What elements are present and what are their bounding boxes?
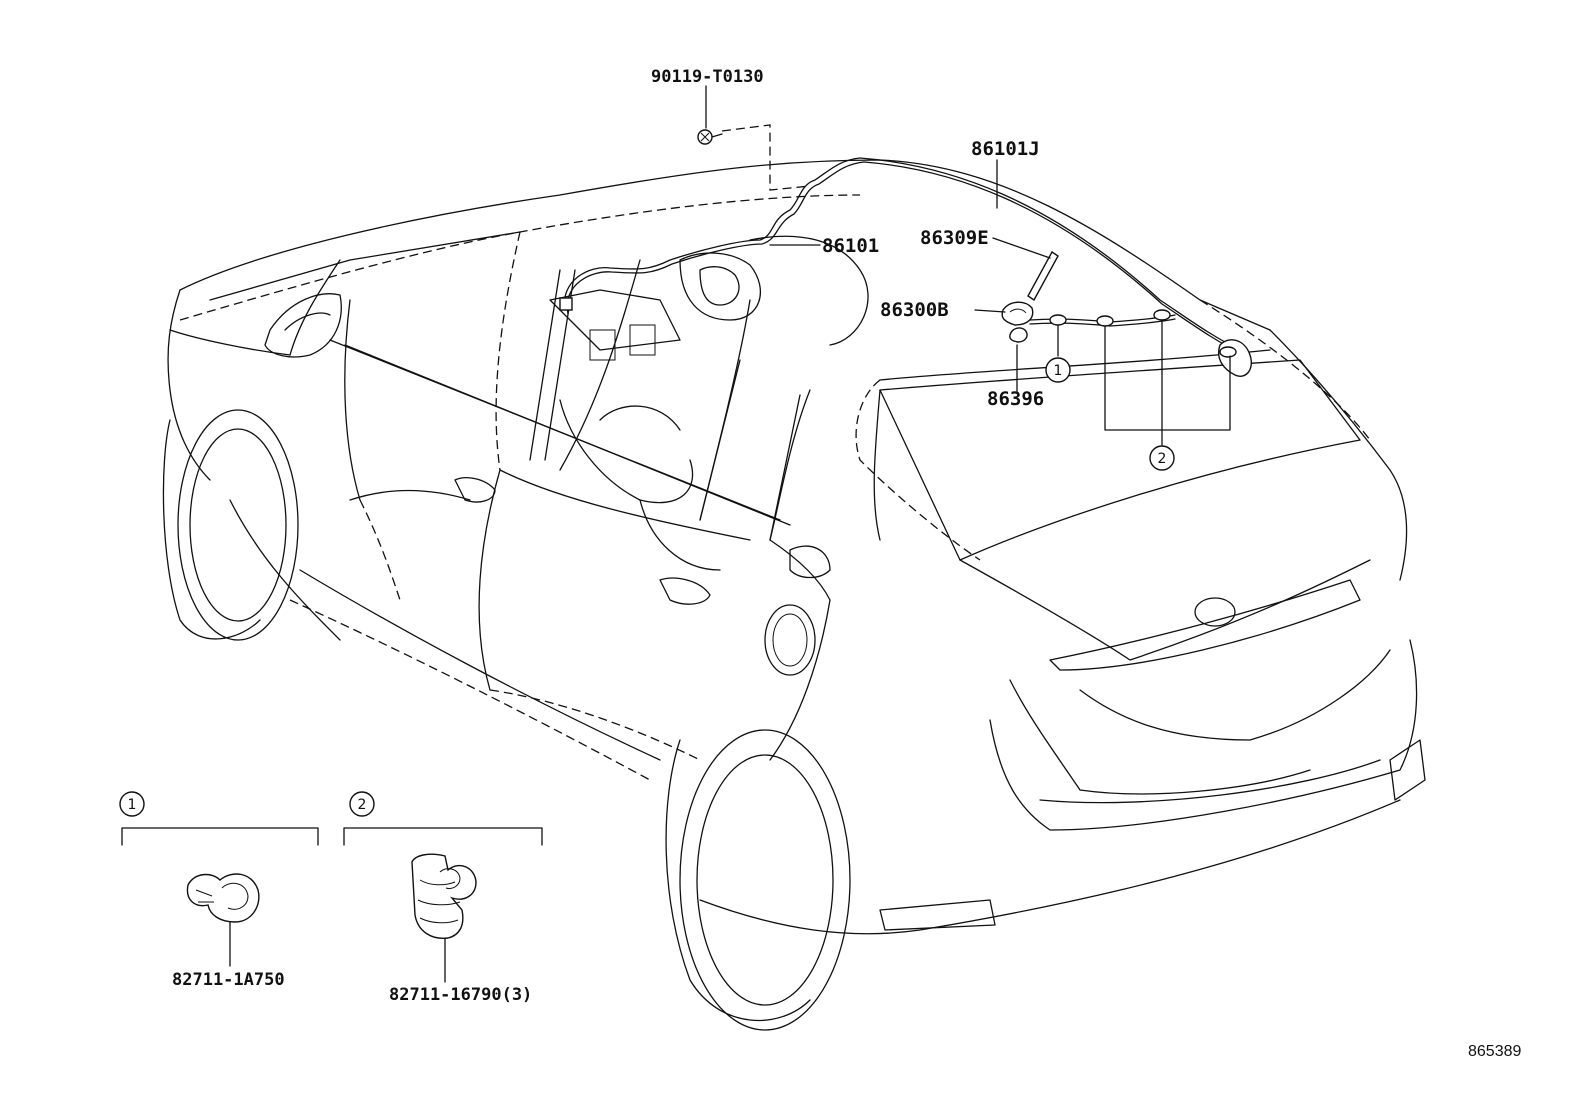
label-pad: 86396 [987, 388, 1044, 410]
svg-text:1: 1 [128, 797, 137, 813]
front-wheel [162, 409, 299, 641]
detail-clamp-1: 1 82711-1A750 [119, 791, 319, 990]
antenna-pad-part [1009, 327, 1028, 343]
clamp-markers-on-cord [1049, 309, 1237, 358]
diagram-reference-number: 865389 [1468, 1043, 1521, 1060]
rear-wheel [665, 729, 851, 1031]
label-antenna-rod: 86309E [920, 227, 989, 249]
label-bolt: 90119-T0130 [651, 67, 764, 87]
car-body-outline [167, 159, 1426, 935]
label-clamp-1: 82711-1A750 [172, 970, 285, 990]
label-harness-front: 86101 [822, 235, 879, 257]
label-clamp-2: 82711-16790(3) [389, 985, 532, 1005]
bolt-part [697, 129, 723, 145]
antenna-cord-86101j [859, 157, 1252, 377]
label-antenna-base: 86300B [880, 299, 949, 321]
svg-text:2: 2 [1158, 451, 1167, 467]
antenna-rod-part [1027, 250, 1059, 302]
callout-2-on-car: 2 [1149, 445, 1175, 471]
svg-text:2: 2 [358, 797, 367, 813]
antenna-base-part [1001, 301, 1034, 326]
callout-1-on-car: 1 [1045, 357, 1071, 383]
label-harness-roof: 86101J [971, 138, 1040, 160]
detail-clamp-2: 2 82711-16790(3) [343, 791, 543, 1005]
antenna-cord-86101 [559, 157, 865, 315]
svg-text:1: 1 [1054, 363, 1063, 379]
leader-lines [705, 85, 1231, 446]
